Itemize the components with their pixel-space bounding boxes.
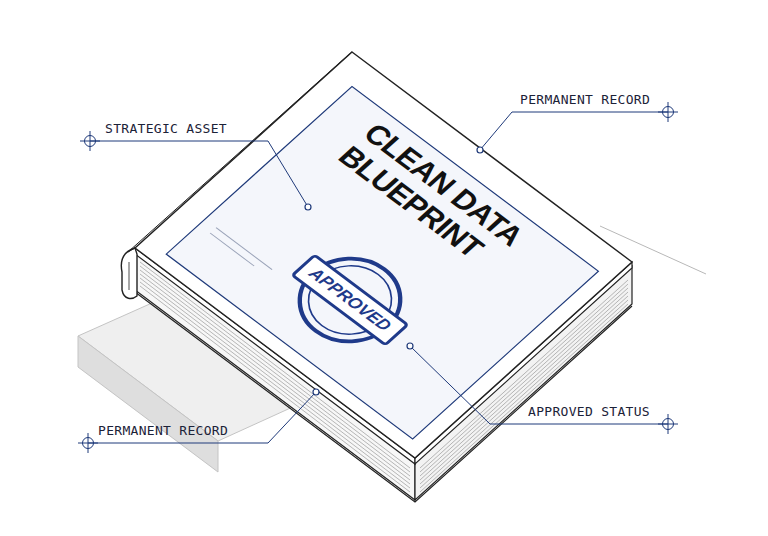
leader-lines — [88, 112, 668, 443]
spine — [121, 248, 137, 298]
approved-stamp — [269, 234, 430, 365]
callout-label: APPROVED STATUS — [528, 404, 650, 420]
crosshair — [80, 131, 100, 151]
crosshair — [658, 414, 678, 434]
cover-panel — [166, 86, 598, 439]
callout-label: STRATEGIC ASSET — [105, 121, 227, 137]
crosshairs — [78, 102, 678, 453]
callout-label: PERMANENT RECORD — [520, 92, 650, 108]
crosshair — [658, 102, 678, 122]
callout-label: PERMANENT RECORD — [98, 423, 228, 439]
book-cover — [135, 52, 632, 458]
crosshair — [78, 433, 98, 453]
spine-line — [129, 262, 130, 290]
